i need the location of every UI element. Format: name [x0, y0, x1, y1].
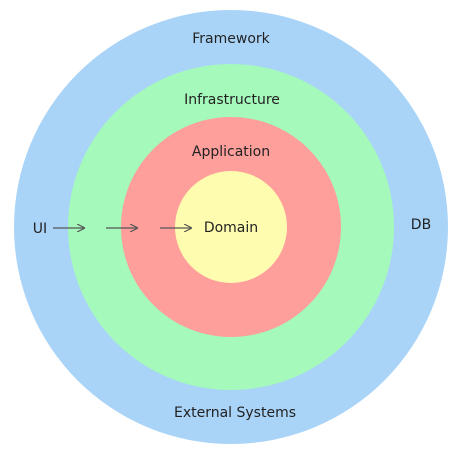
db-label: DB: [411, 217, 431, 233]
ui-label: UI: [33, 221, 47, 237]
framework-label: Framework: [192, 31, 270, 47]
domain-label: Domain: [204, 220, 258, 236]
domain-ring: [175, 171, 287, 283]
application-label: Application: [192, 144, 270, 160]
infrastructure-label: Infrastructure: [184, 92, 280, 108]
external-systems-label: External Systems: [174, 405, 296, 421]
